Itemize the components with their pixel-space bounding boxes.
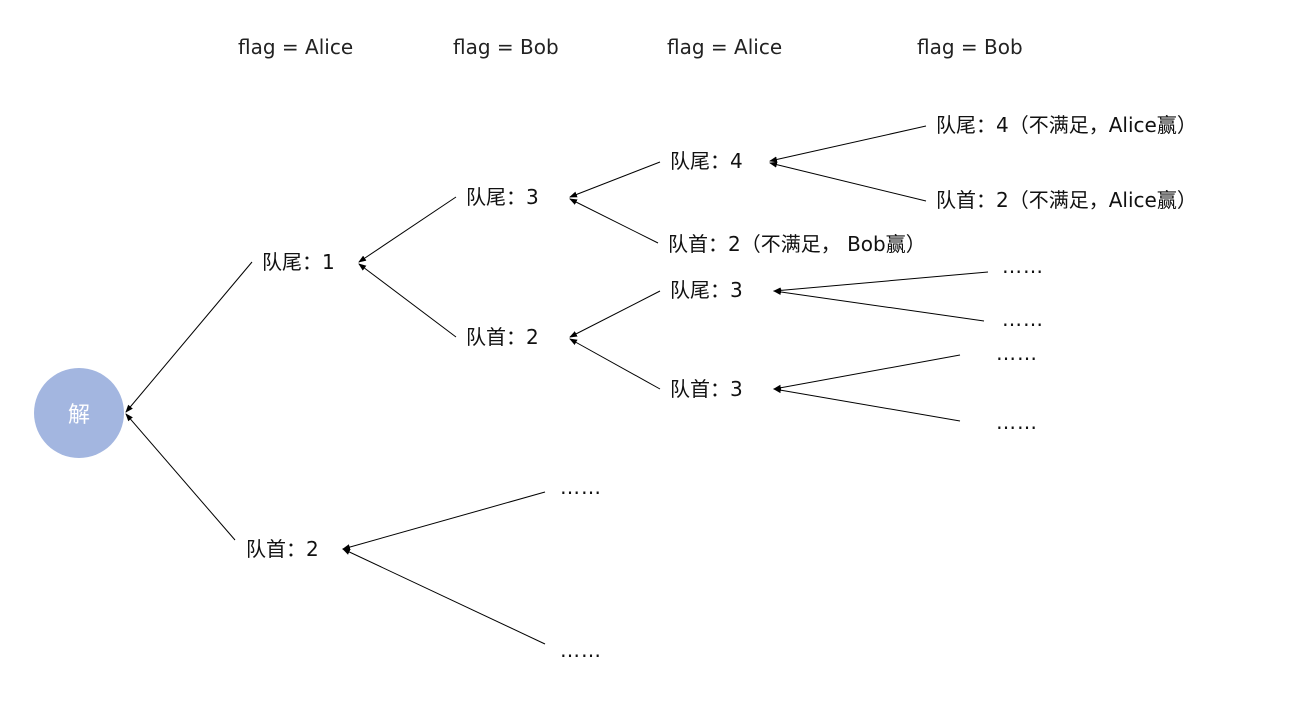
edge-n5-n3 xyxy=(569,161,661,198)
node-n5: 队尾：4 xyxy=(670,149,743,173)
ellipsis-1: …… xyxy=(1002,254,1044,278)
edge-n9-n5 xyxy=(769,125,927,163)
level-header-3: flag = Alice xyxy=(667,35,783,59)
level-header-1: flag = Alice xyxy=(238,35,354,59)
edge-e5-n2 xyxy=(342,491,546,550)
edge-n8-n4 xyxy=(569,338,661,390)
ellipsis-5: …… xyxy=(560,475,602,499)
edge-n2-root xyxy=(125,413,236,541)
node-n9: 队尾：4（不满足，Alice赢） xyxy=(936,113,1197,137)
ellipsis-3: …… xyxy=(996,341,1038,365)
level-header-4: flag = Bob xyxy=(917,35,1023,59)
node-n3: 队尾：3 xyxy=(466,185,539,209)
node-n2: 队首：2 xyxy=(246,537,319,561)
edge-e3-n8 xyxy=(773,354,961,391)
node-n10: 队首：2（不满足，Alice赢） xyxy=(936,188,1197,212)
ellipsis-4: …… xyxy=(996,410,1038,434)
edge-n3-n1 xyxy=(358,196,457,263)
edge-n6-n3 xyxy=(569,198,659,244)
root-node: 解 xyxy=(34,368,124,458)
ellipsis-2: …… xyxy=(1002,307,1044,331)
node-n7: 队尾：3 xyxy=(670,278,743,302)
edge-e2-n7 xyxy=(773,289,985,322)
node-n6: 队首：2（不满足， Bob赢） xyxy=(668,232,926,256)
level-header-2: flag = Bob xyxy=(453,35,559,59)
edge-e4-n8 xyxy=(773,387,961,422)
edge-n4-n1 xyxy=(358,263,457,338)
ellipsis-6: …… xyxy=(560,638,602,662)
edge-n1-root xyxy=(125,261,253,413)
node-n8: 队首：3 xyxy=(670,377,743,401)
node-n4: 队首：2 xyxy=(466,325,539,349)
edge-e1-n7 xyxy=(773,271,989,294)
node-n1: 队尾：1 xyxy=(262,250,335,274)
edge-n7-n4 xyxy=(569,290,661,338)
edge-n10-n5 xyxy=(769,161,927,202)
edge-e6-n2 xyxy=(342,548,546,645)
root-label: 解 xyxy=(67,403,90,428)
